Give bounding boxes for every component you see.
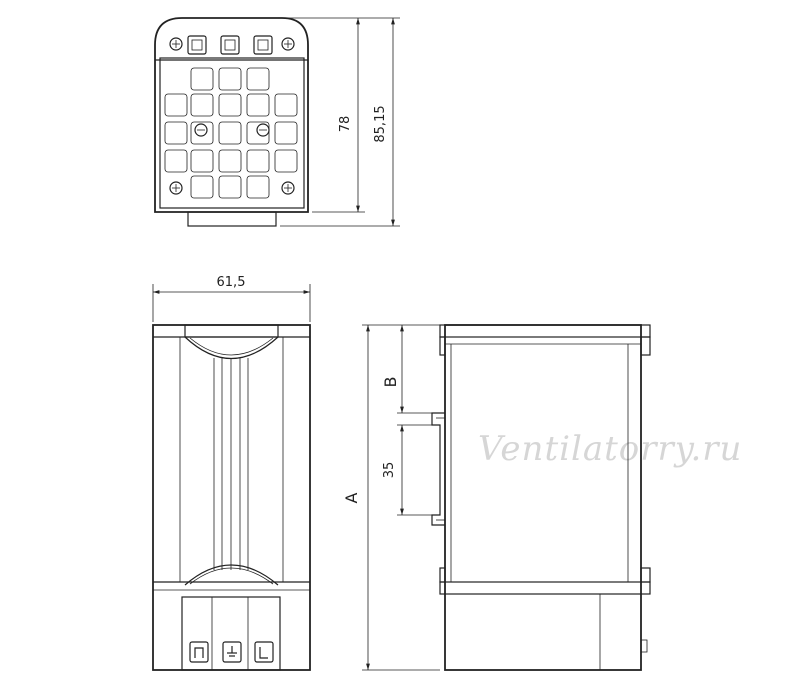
- vent-cell: [218, 93, 242, 117]
- vent-cell: [190, 121, 214, 145]
- dim-a-label: A: [342, 492, 361, 503]
- side-view-dimensions: A B 35: [342, 324, 440, 671]
- vent-cell: [164, 93, 188, 117]
- vent-cell: [190, 93, 214, 117]
- dim-35-label: 35: [382, 462, 397, 479]
- n-terminal-icon: [189, 641, 209, 663]
- side-view: [431, 324, 651, 671]
- front-view: [152, 324, 311, 671]
- watermark-text: Ventilatorry.ru: [478, 429, 742, 469]
- dim-85-15-label: 85,15: [373, 105, 388, 142]
- vent-cell: [246, 67, 270, 91]
- vent-cell: [218, 67, 242, 91]
- vent-cell: [246, 175, 270, 199]
- vent-grid: [164, 67, 298, 199]
- dim-61-5-label: 61,5: [217, 275, 246, 290]
- top-terminal-squares: [187, 35, 273, 55]
- vent-cell: [218, 175, 242, 199]
- vent-cell: [274, 149, 298, 173]
- dim-b-label: B: [381, 377, 400, 388]
- vent-cell: [190, 175, 214, 199]
- vent-cell: [218, 121, 242, 145]
- vent-cell: [274, 121, 298, 145]
- vent-cell: [190, 149, 214, 173]
- top-view-dimensions: 78 85,15: [278, 17, 400, 227]
- vent-cell: [246, 93, 270, 117]
- vent-cell: [164, 149, 188, 173]
- l-terminal-icon: [254, 641, 274, 663]
- front-view-dimensions: 61,5: [152, 275, 311, 322]
- vent-cell: [218, 149, 242, 173]
- dim-78-label: 78: [338, 116, 353, 133]
- vent-cell: [246, 149, 270, 173]
- top-screws: [169, 37, 295, 195]
- vent-cell: [274, 93, 298, 117]
- top-view: [154, 17, 309, 227]
- vent-cell: [164, 121, 188, 145]
- vent-cell: [190, 67, 214, 91]
- vent-cell: [246, 121, 270, 145]
- earth-terminal-icon: [222, 641, 242, 663]
